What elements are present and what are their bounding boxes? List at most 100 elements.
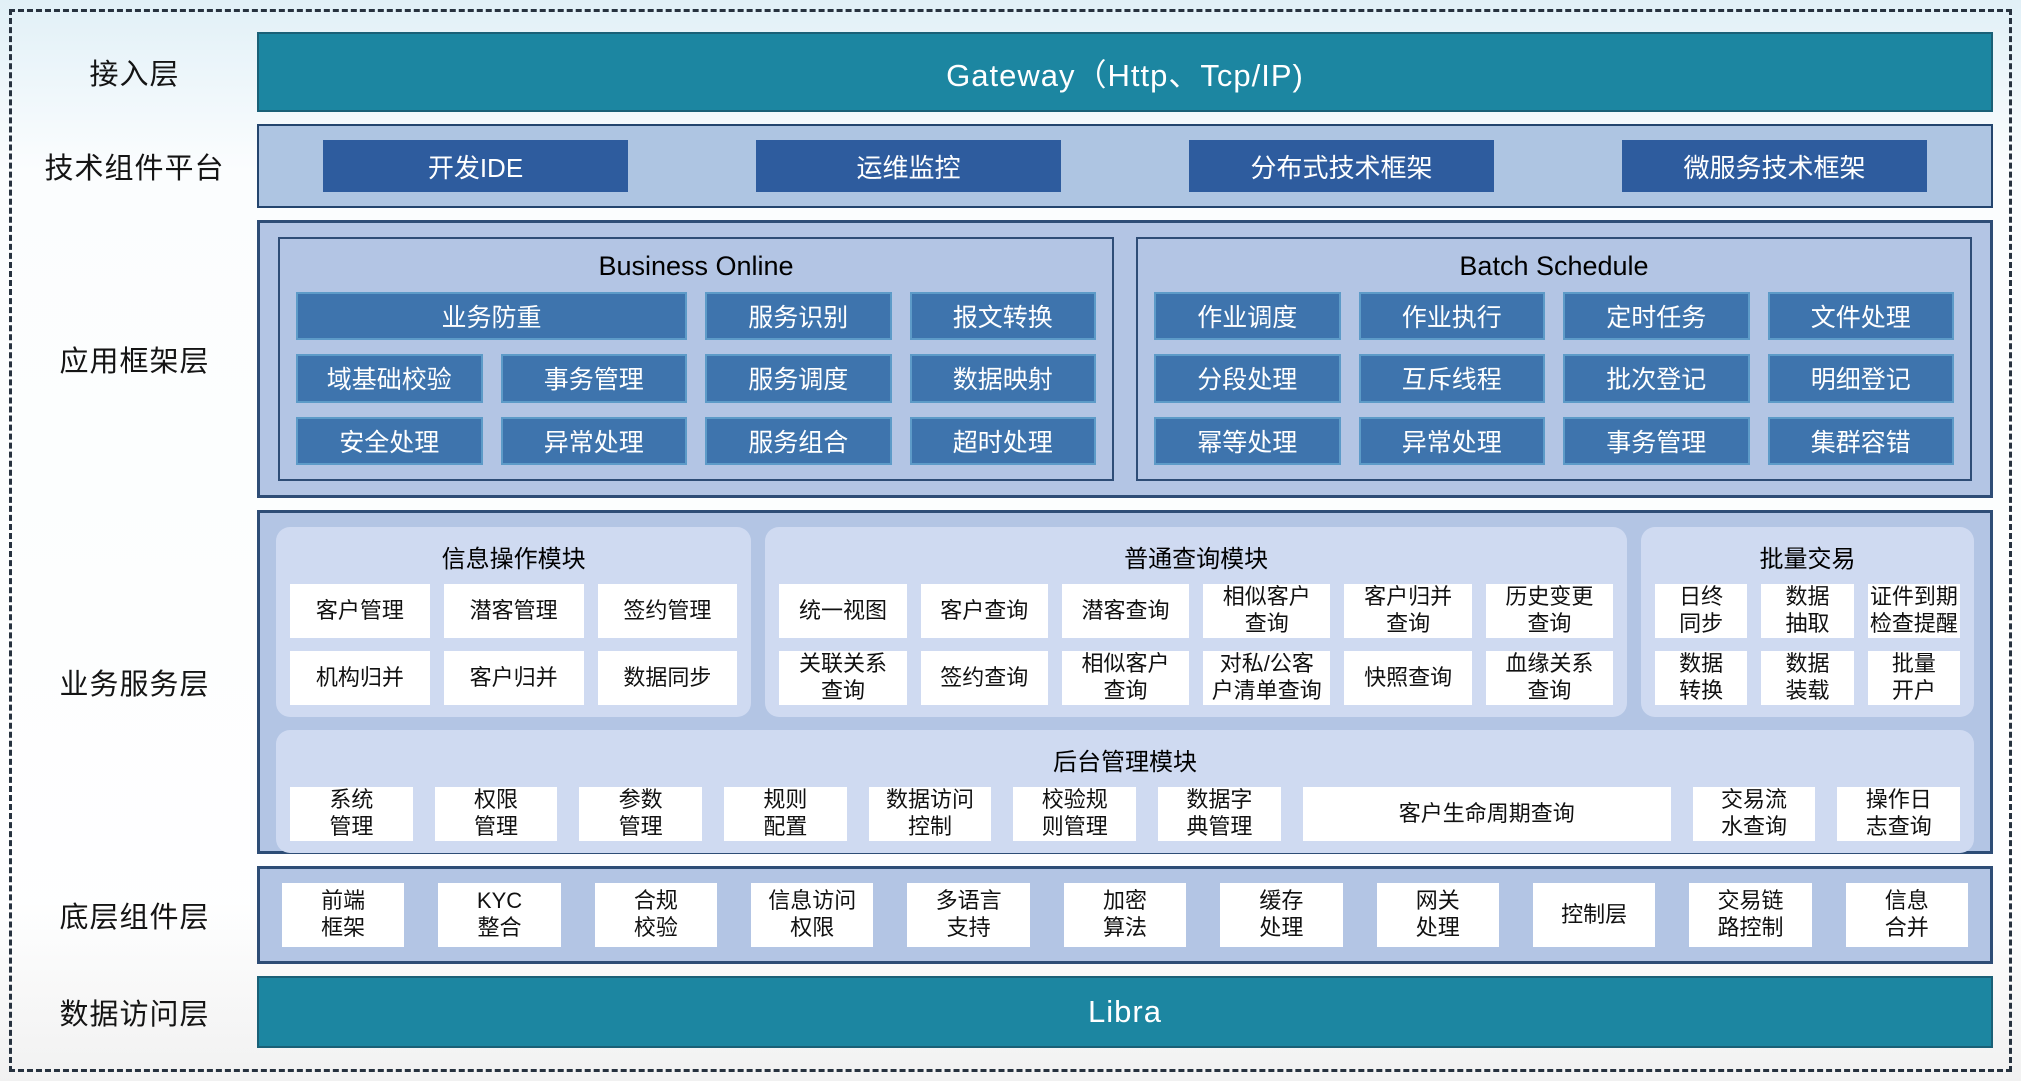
app-framework-row: Business Online 业务防重服务识别报文转换域基础校验事务管理服务调… xyxy=(257,220,1993,498)
base-component-container: 前端 框架 KYC 整合合规 校验信息访问 权限多语言 支持加密 算法缓存 处理网… xyxy=(257,866,1993,964)
batch-trade-item[interactable]: 证件到期 检查提醒 xyxy=(1867,584,1960,638)
batch-schedule-item[interactable]: 异常处理 xyxy=(1358,416,1545,465)
business-online-item[interactable]: 服务组合 xyxy=(705,416,892,465)
admin-grid: 系统 管理权限 管理参数 管理规则 配置数据访问 控制校验规 则管理数据字 典管… xyxy=(290,787,1961,841)
info-operation-item[interactable]: 客户管理 xyxy=(290,584,430,638)
batch-schedule-title: Batch Schedule xyxy=(1459,251,1649,281)
info-operation-item[interactable]: 客户归并 xyxy=(443,651,584,705)
batch-trade-item[interactable]: 数据 装载 xyxy=(1761,651,1854,705)
batch-schedule-item[interactable]: 集群容错 xyxy=(1767,416,1954,465)
layer-grid: 接入层 Gateway（Http、Tcp/IP) 技术组件平台 开发IDE 运维监… xyxy=(12,12,2009,1069)
business-online-item[interactable]: 安全处理 xyxy=(296,416,483,465)
info-operation-panel: 信息操作模块 客户管理潜客管理签约管理机构归并客户归并数据同步 xyxy=(276,527,752,717)
base-component-row: 前端 框架 KYC 整合合规 校验信息访问 权限多语言 支持加密 算法缓存 处理网… xyxy=(257,866,1993,964)
general-query-item[interactable]: 历史变更 查询 xyxy=(1485,584,1613,638)
batch-schedule-item[interactable]: 作业调度 xyxy=(1154,292,1341,341)
business-online-item[interactable]: 报文转换 xyxy=(909,292,1096,341)
tech-platform-container: 开发IDE 运维监控 分布式技术框架 微服务技术框架 xyxy=(257,124,1993,208)
general-query-item[interactable]: 快照查询 xyxy=(1344,651,1472,705)
batch-schedule-item[interactable]: 文件处理 xyxy=(1767,292,1954,341)
batch-trade-item[interactable]: 数据 抽取 xyxy=(1761,584,1854,638)
business-online-item[interactable]: 业务防重 xyxy=(296,292,687,341)
base-component-item[interactable]: 信息访问 权限 xyxy=(751,883,874,947)
tech-platform-item[interactable]: 运维监控 xyxy=(756,140,1061,192)
business-online-item[interactable]: 数据映射 xyxy=(909,354,1096,403)
batch-trade-item[interactable]: 日终 同步 xyxy=(1655,584,1748,638)
tech-platform-item[interactable]: 微服务技术框架 xyxy=(1622,140,1927,192)
gateway-bar[interactable]: Gateway（Http、Tcp/IP) xyxy=(257,32,1993,112)
general-query-title: 普通查询模块 xyxy=(1124,546,1269,573)
base-component-item[interactable]: 加密 算法 xyxy=(1063,883,1187,947)
general-query-item[interactable]: 签约查询 xyxy=(920,651,1048,705)
admin-item[interactable]: 规则 配置 xyxy=(724,787,847,841)
batch-schedule-item[interactable]: 事务管理 xyxy=(1563,416,1750,465)
admin-title: 后台管理模块 xyxy=(1053,749,1197,776)
general-query-panel: 普通查询模块 统一视图客户查询潜客查询相似客户 查询客户归并 查询历史变更 查询… xyxy=(765,527,1627,717)
business-online-item[interactable]: 事务管理 xyxy=(500,354,687,403)
admin-item[interactable]: 数据字 典管理 xyxy=(1158,787,1281,841)
admin-item[interactable]: 权限 管理 xyxy=(434,787,558,841)
general-query-item[interactable]: 相似客户 查询 xyxy=(1061,651,1190,705)
batch-trade-item[interactable]: 批量 开户 xyxy=(1867,651,1960,705)
base-component-item[interactable]: 信息 合并 xyxy=(1845,883,1968,947)
batch-trade-title: 批量交易 xyxy=(1759,546,1856,573)
batch-schedule-item[interactable]: 互斥线程 xyxy=(1358,354,1545,403)
business-online-item[interactable]: 超时处理 xyxy=(909,416,1096,465)
general-query-item[interactable]: 潜客查询 xyxy=(1061,584,1190,638)
business-online-item[interactable]: 服务调度 xyxy=(705,354,892,403)
layer-label-app-framework: 应用框架层 xyxy=(59,346,210,378)
business-online-title: Business Online xyxy=(598,251,794,281)
business-online-item[interactable]: 域基础校验 xyxy=(296,354,483,403)
base-component-item[interactable]: 前端 框架 xyxy=(282,883,405,947)
layer-label-data-access: 数据访问层 xyxy=(59,999,210,1031)
batch-schedule-item[interactable]: 作业执行 xyxy=(1358,292,1545,341)
tech-platform-row: 开发IDE 运维监控 分布式技术框架 微服务技术框架 xyxy=(257,124,1993,208)
layer-label-tech-platform: 技术组件平台 xyxy=(44,153,225,185)
general-query-item[interactable]: 血缘关系 查询 xyxy=(1485,651,1613,705)
info-operation-item[interactable]: 数据同步 xyxy=(597,651,738,705)
admin-item[interactable]: 操作日 志查询 xyxy=(1837,787,1961,841)
admin-item[interactable]: 数据访问 控制 xyxy=(868,787,992,841)
general-query-grid: 统一视图客户查询潜客查询相似客户 查询客户归并 查询历史变更 查询关联关系 查询… xyxy=(779,584,1613,705)
business-service-row: 信息操作模块 客户管理潜客管理签约管理机构归并客户归并数据同步 普通查询模块 统… xyxy=(257,510,1993,854)
base-component-item[interactable]: 网关 处理 xyxy=(1376,883,1499,947)
info-operation-item[interactable]: 机构归并 xyxy=(290,651,430,705)
admin-item[interactable]: 校验规 则管理 xyxy=(1013,787,1137,841)
general-query-item[interactable]: 客户归并 查询 xyxy=(1344,584,1472,638)
base-component-item[interactable]: KYC 整合 xyxy=(438,883,561,947)
batch-schedule-item[interactable]: 分段处理 xyxy=(1154,354,1341,403)
general-query-item[interactable]: 客户查询 xyxy=(920,584,1048,638)
tech-platform-item[interactable]: 开发IDE xyxy=(323,140,628,192)
base-component-item[interactable]: 合规 校验 xyxy=(594,883,718,947)
business-online-item[interactable]: 异常处理 xyxy=(500,416,687,465)
admin-item[interactable]: 客户生命周期查询 xyxy=(1302,787,1671,841)
info-operation-item[interactable]: 潜客管理 xyxy=(443,584,584,638)
admin-item[interactable]: 系统 管理 xyxy=(290,787,413,841)
data-access-row: Libra xyxy=(257,976,1993,1048)
batch-schedule-item[interactable]: 定时任务 xyxy=(1563,292,1750,341)
base-component-item[interactable]: 缓存 处理 xyxy=(1220,883,1343,947)
batch-trade-panel: 批量交易 日终 同步数据 抽取证件到期 检查提醒数据 转换数据 装载批量 开户 xyxy=(1641,527,1974,717)
general-query-item[interactable]: 相似客户 查询 xyxy=(1203,584,1331,638)
batch-schedule-item[interactable]: 幂等处理 xyxy=(1154,416,1341,465)
tech-platform-item[interactable]: 分布式技术框架 xyxy=(1189,140,1494,192)
general-query-item[interactable]: 统一视图 xyxy=(779,584,907,638)
general-query-item[interactable]: 对私/公客 户清单查询 xyxy=(1203,651,1331,705)
layer-label-base-component: 底层组件层 xyxy=(59,902,210,934)
batch-schedule-item[interactable]: 批次登记 xyxy=(1563,354,1750,403)
batch-schedule-item[interactable]: 明细登记 xyxy=(1767,354,1954,403)
admin-item[interactable]: 交易流 水查询 xyxy=(1692,787,1816,841)
general-query-item[interactable]: 关联关系 查询 xyxy=(779,651,907,705)
info-operation-item[interactable]: 签约管理 xyxy=(597,584,738,638)
base-component-item[interactable]: 控制层 xyxy=(1532,883,1656,947)
base-component-item[interactable]: 交易链 路控制 xyxy=(1689,883,1812,947)
business-online-item[interactable]: 服务识别 xyxy=(705,292,892,341)
batch-trade-item[interactable]: 数据 转换 xyxy=(1655,651,1748,705)
libra-bar[interactable]: Libra xyxy=(257,976,1993,1048)
layer-label-access: 接入层 xyxy=(89,59,180,91)
admin-item[interactable]: 参数 管理 xyxy=(579,787,703,841)
base-component-item[interactable]: 多语言 支持 xyxy=(907,883,1030,947)
batch-schedule-grid: 作业调度作业执行定时任务文件处理分段处理互斥线程批次登记明细登记幂等处理异常处理… xyxy=(1154,292,1954,465)
info-operation-grid: 客户管理潜客管理签约管理机构归并客户归并数据同步 xyxy=(290,584,738,705)
business-service-container: 信息操作模块 客户管理潜客管理签约管理机构归并客户归并数据同步 普通查询模块 统… xyxy=(257,510,1993,854)
